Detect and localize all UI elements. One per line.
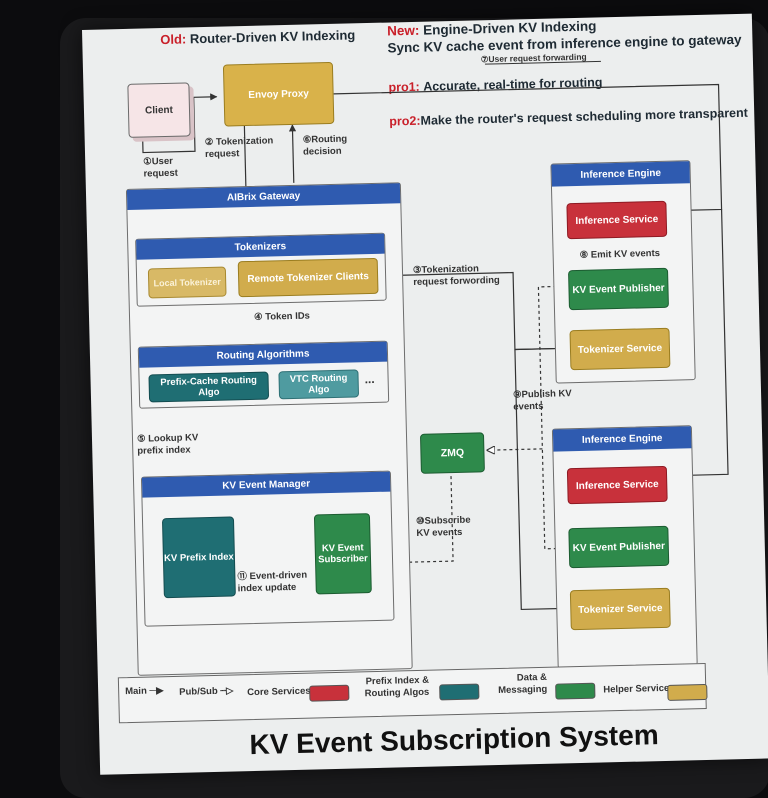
remote-tokenizer-clients-node: Remote Tokenizer Clients: [237, 257, 379, 298]
edge-label-3: ③Tokenization request forwording: [412, 263, 500, 288]
kv-event-publisher-1-node: KV Event Publisher: [568, 267, 669, 311]
legend-helper-label: Helper Services: [603, 682, 675, 696]
slide: Old: Router-Driven KV Indexing New: Engi…: [82, 13, 768, 775]
main-arrow-icon: ─▶: [149, 685, 164, 697]
inference-engine-2-header: Inference Engine: [552, 426, 692, 452]
inference-service-2-node: Inference Service: [566, 465, 668, 505]
pubsub-arrow-icon: ┈▷: [220, 685, 234, 697]
legend-data-label: Data & Messaging: [498, 671, 548, 697]
legend-prefix-label: Prefix Index & Routing Algos: [364, 674, 430, 700]
kv-event-manager-header: KV Event Manager: [141, 471, 391, 498]
tokenizers-header: Tokenizers: [136, 233, 385, 260]
legend-prefix-swatch: [439, 683, 480, 701]
edge-label-6: ⑥Routing decision: [302, 133, 348, 158]
legend-pubsub: Pub/Sub ┈▷: [179, 685, 234, 698]
edge-label-2: ② Tokenization request: [204, 135, 274, 161]
edge-label-11: ⑪ Event-driven index update: [237, 569, 308, 595]
legend-core-label: Core Services: [247, 685, 311, 699]
edge-label-10: ⑩Subscribe KV events: [415, 514, 471, 539]
envoy-proxy-node: Envoy Proxy: [222, 61, 335, 127]
edge-label-9: ⑨Publish KV events: [512, 388, 572, 413]
edge-label-8: ⑧ Emit KV events: [579, 247, 661, 261]
local-tokenizer-node: Local Tokenizer: [147, 266, 227, 299]
more-algos-ellipsis: ...: [364, 371, 375, 387]
client-node: Client: [127, 82, 191, 138]
tokenizer-service-2-node: Tokenizer Service: [569, 587, 671, 631]
edge-label-1: ①User request: [143, 155, 178, 180]
routing-algorithms-header: Routing Algorithms: [138, 341, 388, 368]
legend-helper-swatch: [667, 683, 708, 701]
kv-event-publisher-2-node: KV Event Publisher: [568, 525, 670, 569]
kv-event-subscriber-node: KV Event Subscriber: [313, 513, 372, 595]
zmq-node: ZMQ: [419, 432, 485, 474]
kv-prefix-index-node: KV Prefix Index: [161, 516, 236, 599]
legend-data-swatch: [555, 682, 596, 700]
edge-label-5: ⑤ Lookup KV prefix index: [136, 432, 199, 457]
legend-main: Main ─▶: [125, 685, 164, 698]
inference-service-1-node: Inference Service: [566, 200, 668, 240]
aibrix-gateway-header: AIBrix Gateway: [126, 183, 401, 210]
tokenizer-service-1-node: Tokenizer Service: [569, 327, 671, 371]
prefix-cache-routing-algo-node: Prefix-Cache Routing Algo: [148, 371, 270, 403]
edge-label-4: ④ Token IDs: [253, 310, 311, 323]
edge-label-7: ⑦User request forwarding: [480, 51, 587, 65]
legend-core-swatch: [309, 684, 350, 702]
inference-engine-1-header: Inference Engine: [551, 161, 690, 187]
vtc-routing-algo-node: VTC Routing Algo: [278, 369, 360, 400]
